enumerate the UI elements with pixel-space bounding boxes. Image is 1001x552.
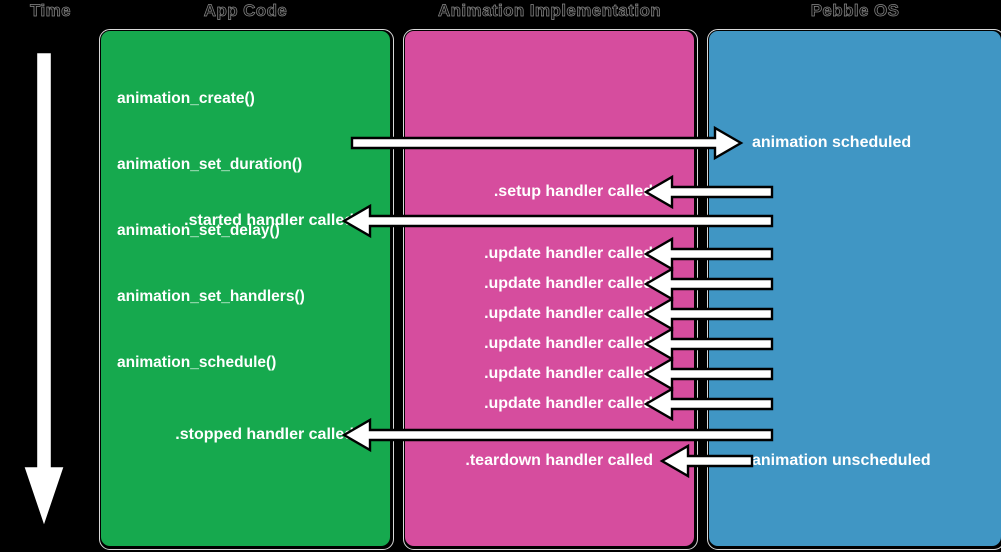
lane-app-code — [101, 31, 390, 546]
column-header-animation-implementation: Animation Implementation — [437, 1, 662, 21]
app-code-call: animation_create() — [117, 90, 255, 107]
label-started-handler-called: .started handler called — [184, 212, 354, 229]
time-direction-arrow — [21, 50, 67, 532]
label-animation-unscheduled: animation unscheduled — [752, 452, 931, 469]
label-update-handler-called: .update handler called — [484, 245, 653, 262]
label-animation-scheduled: animation scheduled — [752, 134, 912, 151]
app-code-call: animation_schedule() — [117, 354, 277, 371]
column-header-app-code: App Code — [203, 1, 288, 21]
label-update-handler-called: .update handler called — [484, 335, 653, 352]
column-header-time: Time — [30, 1, 71, 21]
label-update-handler-called: .update handler called — [484, 275, 653, 292]
column-header-pebble-os: Pebble OS — [810, 1, 900, 21]
app-code-call: animation_set_duration() — [117, 156, 303, 173]
label-update-handler-called: .update handler called — [484, 305, 653, 322]
label-teardown-handler-called: .teardown handler called — [465, 452, 653, 469]
app-code-call: animation_set_delay() — [117, 222, 280, 239]
label-update-handler-called: .update handler called — [484, 365, 653, 382]
label-setup-handler-called: .setup handler called — [493, 183, 653, 200]
app-code-call-list: animation_create() animation_set_duratio… — [117, 44, 382, 418]
label-update-handler-called: .update handler called — [484, 395, 653, 412]
label-stopped-handler-called: .stopped handler called — [175, 426, 354, 443]
app-code-call: animation_set_handlers() — [117, 288, 305, 305]
